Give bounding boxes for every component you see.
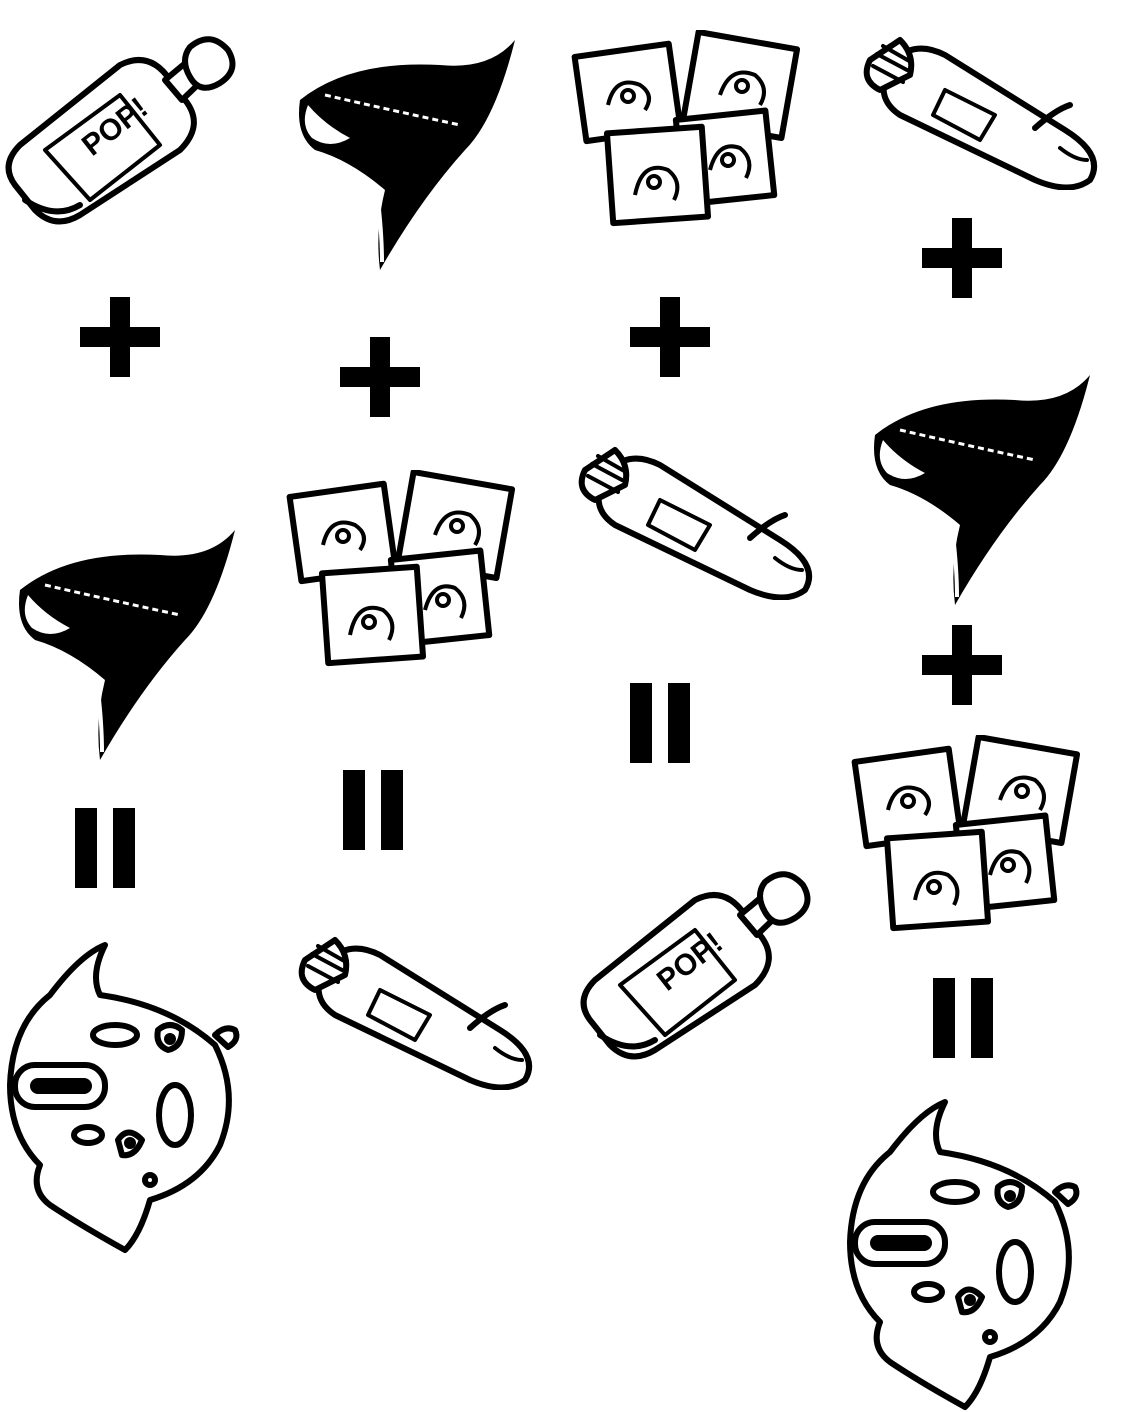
bottle-label-2: POP!: [575, 860, 815, 1060]
black-funnel-icon: [865, 365, 1095, 605]
ghost-creature-icon: [0, 935, 250, 1255]
plus-icon: [922, 625, 1002, 705]
plus-icon: [340, 337, 420, 417]
plus-icon: [630, 297, 710, 377]
ghost-creature-icon: [840, 1092, 1090, 1412]
equals-icon: [75, 808, 135, 888]
plus-icon: [80, 297, 160, 377]
equals-icon: [343, 770, 403, 850]
tube-icon: [855, 30, 1115, 190]
equals-icon: [933, 978, 993, 1058]
square-packets-icon: [285, 470, 525, 670]
black-funnel-icon: [290, 30, 520, 270]
bottle-label-1: POP!: [0, 25, 240, 225]
square-packets-icon: [850, 735, 1090, 935]
square-packets-icon: [570, 30, 810, 230]
tube-icon: [570, 440, 830, 600]
bottle-label-text: POP!: [76, 91, 154, 162]
plus-icon: [922, 218, 1002, 298]
black-funnel-icon: [10, 520, 240, 760]
bottle-label-text: POP!: [651, 926, 729, 997]
equals-icon: [630, 683, 690, 763]
tube-icon: [290, 930, 550, 1090]
